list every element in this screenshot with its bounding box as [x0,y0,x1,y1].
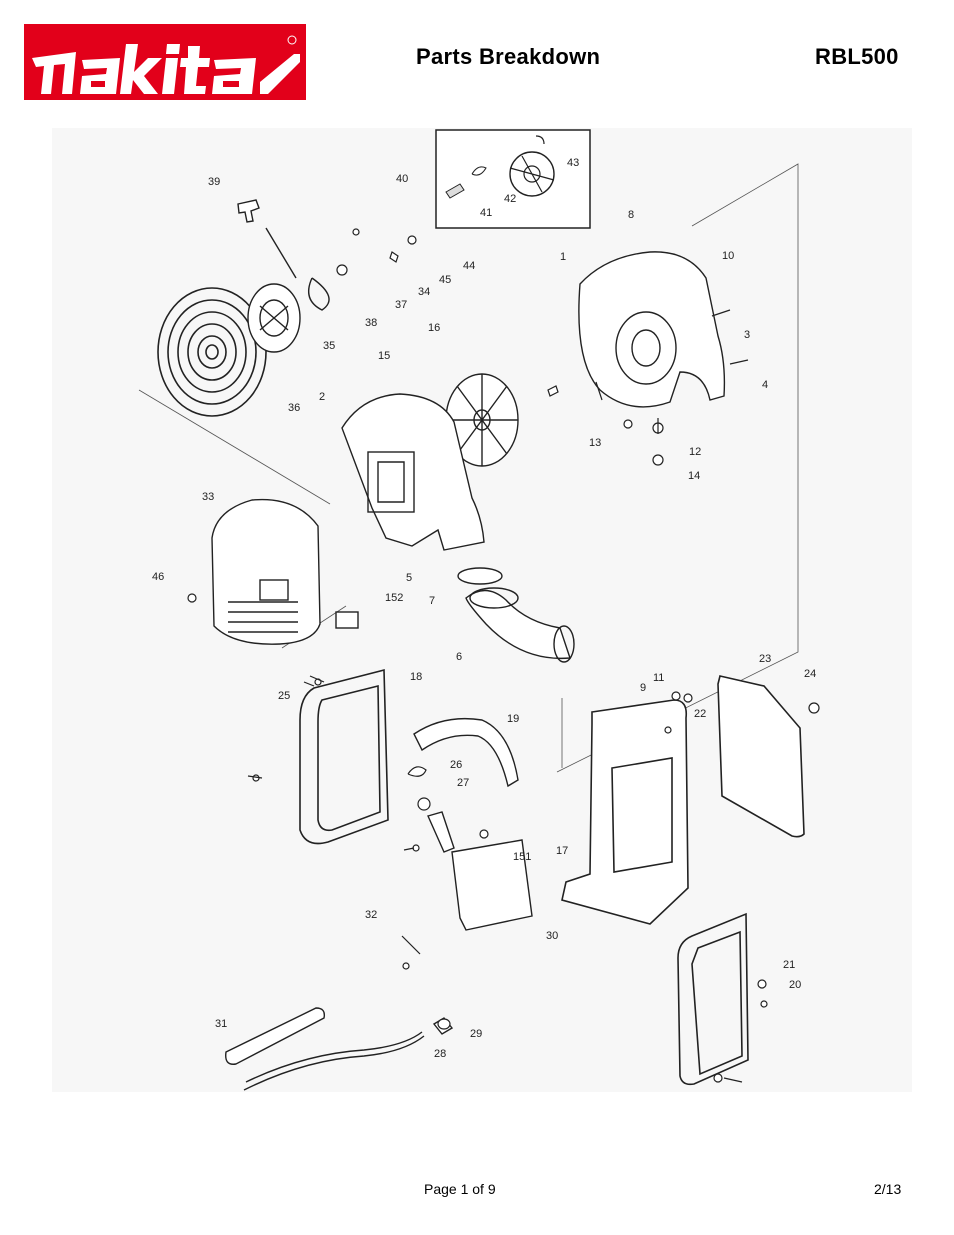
label-28: 28 [434,1048,446,1060]
label-21: 21 [783,959,795,971]
label-45: 45 [439,274,451,286]
model-number: RBL500 [815,44,899,69]
label-9: 9 [640,682,646,694]
inset-box-clutch [435,129,591,229]
label-27: 27 [457,777,469,789]
starter-pulley-part [247,277,330,353]
page-title: Parts Breakdown [416,44,601,69]
fasteners [187,228,820,1083]
label-4: 4 [762,379,768,391]
label-37: 37 [395,299,407,311]
engine-cover-part [211,498,359,645]
label-1: 1 [560,251,566,263]
label-8: 8 [628,209,634,221]
label-3: 3 [744,329,750,341]
elbow-pipe-part [457,567,575,663]
label-29: 29 [470,1028,482,1040]
label-14: 14 [688,470,700,482]
label-42: 42 [504,193,516,205]
logo-lettering [32,44,300,94]
part-labels: 1 2 3 4 5 6 7 8 9 10 11 12 13 14 15 16 1… [152,157,816,1060]
label-151: 151 [513,851,531,863]
fan-part [445,373,519,467]
starter-handle-part [237,199,297,279]
fuel-tank-part [427,811,533,931]
registered-mark-icon [287,35,297,45]
label-19: 19 [507,713,519,725]
label-24: 24 [804,668,816,680]
makita-logo [24,24,306,100]
harness-frame-left-part [299,668,389,845]
label-39: 39 [208,176,220,188]
label-152: 152 [385,592,403,604]
label-13: 13 [589,437,601,449]
label-41: 41 [480,207,492,219]
label-30: 30 [546,930,558,942]
label-43: 43 [567,157,579,169]
label-15: 15 [378,350,390,362]
label-2: 2 [319,391,325,403]
label-12: 12 [689,446,701,458]
label-26: 26 [450,759,462,771]
label-17: 17 [556,845,568,857]
label-35: 35 [323,340,335,352]
label-46: 46 [152,571,164,583]
label-5: 5 [406,572,412,584]
exploded-parts-diagram: 1 2 3 4 5 6 7 8 9 10 11 12 13 14 15 16 1… [52,128,912,1092]
label-33: 33 [202,491,214,503]
label-25: 25 [278,690,290,702]
label-6: 6 [456,651,462,663]
label-44: 44 [463,260,475,272]
fan-case-front-part [578,251,726,408]
fan-case-rear-part [341,393,485,551]
handle-part [413,717,519,788]
back-pad-part [717,675,805,838]
label-38: 38 [365,317,377,329]
revision-date: 2/13 [874,1181,902,1197]
page-number: Page 1 of 9 [424,1181,496,1197]
label-22: 22 [694,708,706,720]
label-31: 31 [215,1018,227,1030]
label-7: 7 [429,595,435,607]
harness-frame-right-part [677,912,749,1086]
label-34: 34 [418,286,430,298]
label-40: 40 [396,173,408,185]
label-20: 20 [789,979,801,991]
recoil-spring-part [157,287,267,417]
label-23: 23 [759,653,771,665]
label-36: 36 [288,402,300,414]
label-10: 10 [722,250,734,262]
label-18: 18 [410,671,422,683]
label-32: 32 [365,909,377,921]
label-11: 11 [653,672,664,684]
label-16: 16 [428,322,440,334]
